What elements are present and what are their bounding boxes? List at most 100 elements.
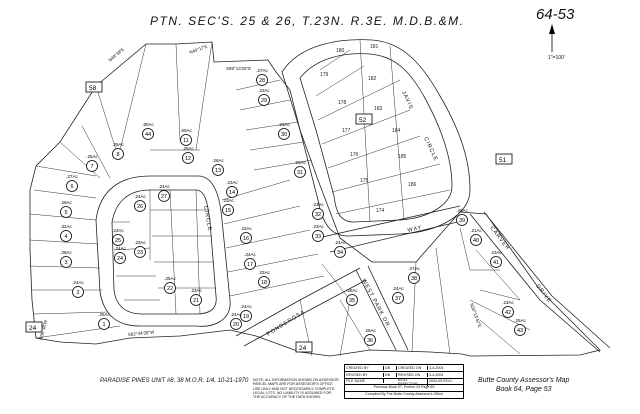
parcel-circle — [240, 310, 252, 322]
lot-lines — [29, 39, 531, 357]
parcel-number: 15 — [225, 208, 231, 214]
parcel-acreage: .23Ac — [240, 226, 252, 231]
assessor-line-2: Book 64, Page 53 — [495, 386, 552, 393]
page-box-52: 52 — [355, 113, 373, 125]
parcel-marker: 7 .25Ac — [86, 154, 98, 172]
bearing-label: N40°17'E — [189, 44, 208, 55]
parcel-number: 32 — [315, 212, 321, 218]
parcel-circle — [294, 166, 306, 178]
bearing-label: N49°38'E — [107, 47, 125, 63]
parcel-marker: 38.27Ac — [408, 266, 420, 284]
parcel-number: 23 — [137, 250, 143, 256]
parcel-circle — [240, 232, 252, 244]
parcel-number: 3 — [64, 260, 67, 266]
parcel-circle — [114, 252, 126, 264]
parcel-acreage: .25Ac — [456, 208, 468, 213]
lot-number: 183 — [374, 106, 383, 112]
circle-road-inner — [111, 189, 217, 315]
parcel-number: 40 — [473, 238, 479, 244]
parcel-marker: 41.23Ac — [490, 250, 502, 268]
parcel-number: 5 — [64, 210, 67, 216]
parcel-acreage: .25Ac — [164, 276, 176, 281]
parcel-circle — [98, 318, 110, 330]
parcel-marker: 33.23Ac — [312, 224, 324, 242]
parcel-acreage: .24Ac — [392, 286, 404, 291]
section-boundary — [29, 41, 601, 357]
revision-table: CREATED BY DB CREATED ON 3-4-2004 REVISE… — [344, 364, 464, 399]
parcel-marker: 5.29Ac — [60, 200, 72, 218]
parcel-circle — [86, 160, 98, 172]
revision-value: 3-4-2004 — [429, 365, 444, 370]
parcel-marker: 3.28Ac — [60, 250, 72, 268]
parcel-acreage: .23Ac — [258, 88, 270, 93]
revision-field: REVISED ON — [397, 372, 428, 377]
parcel-marker: 18.23Ac — [258, 270, 270, 288]
lot-number: 184 — [392, 128, 401, 134]
parcel-number: 22 — [167, 286, 173, 292]
parcel-number: 38 — [411, 276, 417, 282]
parcel-number: 4 — [64, 234, 67, 240]
javis-circle-inner — [299, 53, 453, 223]
parcel-number: 7 — [90, 164, 93, 170]
scale-note: 1"=100' — [548, 55, 565, 61]
lot-number: 180 — [336, 48, 345, 54]
svg-text:51: 51 — [499, 157, 507, 164]
parcel-acreage: .25Ac — [86, 154, 98, 159]
parcel-number: 34 — [337, 250, 343, 256]
parcel-number: 16 — [243, 236, 249, 242]
disclaimer-notes: NOTE: ALL INFORMATION SHOWN ON ASSESSOR … — [253, 378, 339, 400]
revision-row: CREATED BY DB CREATED ON 3-4-2004 — [345, 365, 463, 372]
parcel-number: 6 — [70, 184, 73, 190]
parcel-marker: 29.23Ac — [258, 88, 270, 106]
parcel-acreage: .24Ac — [134, 194, 146, 199]
parcel-number: 13 — [215, 168, 221, 174]
street-label-carver: CARVER — [488, 226, 510, 252]
revision-value: 3-4-2004 — [429, 372, 444, 377]
lot-number: 185 — [398, 154, 407, 160]
bearing-label: N30°38'W — [38, 319, 48, 341]
circle-road — [95, 175, 231, 327]
parcel-number: 24 — [117, 256, 123, 262]
parcel-circle — [60, 206, 72, 218]
parcel-number: 17 — [247, 262, 253, 268]
map-page-number: 64-53 — [536, 6, 575, 23]
carver-road-2 — [483, 211, 611, 349]
parcel-marker: 28.27Ac — [256, 68, 268, 86]
parcel-acreage: .23Ac — [490, 250, 502, 255]
north-arrow-icon — [549, 24, 555, 52]
parcel-circle — [256, 74, 268, 86]
subdivision-reference: PARADISE PINES UNIT #8, 38 M.O.R. 1/4, 1… — [100, 378, 249, 384]
lot-number: 178 — [338, 100, 347, 106]
parcel-acreage: .24Ac — [240, 304, 252, 309]
parcel-circle — [226, 186, 238, 198]
lot-number: 179 — [320, 72, 329, 78]
parcel-circle — [222, 204, 234, 216]
parcel-number: 33 — [315, 234, 321, 240]
parcel-marker: 39.25Ac — [456, 208, 468, 226]
compiled-by-note: Compiled By The Butte County Assessor's … — [365, 392, 443, 397]
parcel-marker: 27.24Ac — [158, 184, 170, 202]
page-box-51: 51 — [495, 153, 513, 165]
parcel-acreage: .24Ac — [114, 246, 126, 251]
way-road — [317, 205, 461, 239]
javis-circle-road — [281, 39, 471, 237]
parcel-acreage: .23Ac — [502, 300, 514, 305]
parcel-marker: 2.24Ac — [72, 280, 84, 298]
parcel-circle — [158, 190, 170, 202]
svg-text:58: 58 — [89, 85, 97, 92]
previous-book-note: Previous Book 57, Portion Of Page 69 — [345, 385, 463, 393]
parcel-acreage: .25Ac — [98, 312, 110, 317]
parcel-circle — [470, 234, 482, 246]
parcel-marker: 34.24Ac — [334, 240, 346, 258]
parcel-acreage: .21Ac — [470, 228, 482, 233]
parcel-marker: 20.24Ac — [230, 312, 242, 330]
parcel-acreage: .26Ac — [212, 158, 224, 163]
parcel-marker: 8.25Ac — [112, 142, 124, 160]
revision-row: FILE NAME 64-53 EFFECTIVE 2004-05 ROLL — [345, 377, 463, 386]
parcel-acreage: .25Ac — [182, 146, 194, 151]
parcel-circle — [230, 318, 242, 330]
street-label-ponderosa: PONDEROSA — [266, 309, 307, 337]
parcel-number: 44 — [145, 132, 151, 138]
parcel-acreage: .23Ac — [278, 122, 290, 127]
lot-number: 186 — [408, 182, 417, 188]
